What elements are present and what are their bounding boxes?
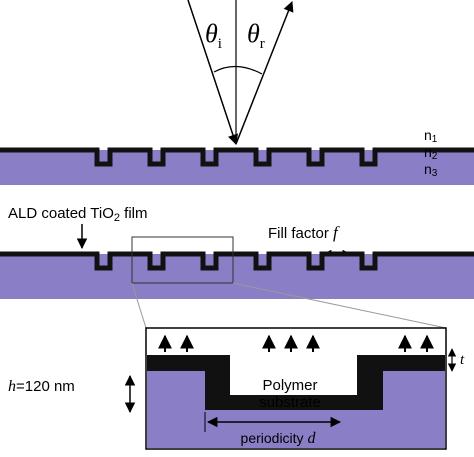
periodicity-label: periodicity d xyxy=(241,430,317,447)
ald-label: ALD coated TiO2 film xyxy=(8,205,148,224)
incident-angle-label: θi xyxy=(205,19,222,52)
substrate-region xyxy=(0,254,474,299)
tio2-film-middle xyxy=(0,251,474,271)
angle-arc xyxy=(213,65,263,75)
zoom-connector-right xyxy=(232,282,447,329)
inset-groove-right xyxy=(357,355,383,395)
substrate-label-line2: substrate xyxy=(259,394,321,411)
reflected-angle-label: θr xyxy=(247,19,265,52)
n2-label: n2 xyxy=(424,144,438,162)
tio2-film-top xyxy=(0,147,474,167)
incident-ray xyxy=(187,0,238,145)
zoom-selection-box xyxy=(131,236,234,284)
grating-top xyxy=(0,147,474,185)
substrate-label-line1: Polymer xyxy=(262,377,317,394)
n3-label: n3 xyxy=(424,161,438,179)
inset-groove-left xyxy=(205,355,230,395)
substrate-region xyxy=(0,150,474,185)
fill-factor-label: Fill factor f xyxy=(268,223,340,242)
zoom-connector-left xyxy=(131,282,147,329)
zoomed-inset: Polymer substrate periodicity d xyxy=(145,327,447,450)
light-rays xyxy=(187,0,294,145)
inset-groove-fill xyxy=(230,355,357,395)
field-arrows xyxy=(158,334,434,352)
inset-film-bridge xyxy=(205,371,383,410)
n1-label: n1 xyxy=(424,127,438,145)
reflected-ray xyxy=(235,1,294,145)
grating-middle xyxy=(0,251,474,299)
thickness-label: t xyxy=(460,352,465,368)
height-label: h=120 nm xyxy=(8,378,75,395)
